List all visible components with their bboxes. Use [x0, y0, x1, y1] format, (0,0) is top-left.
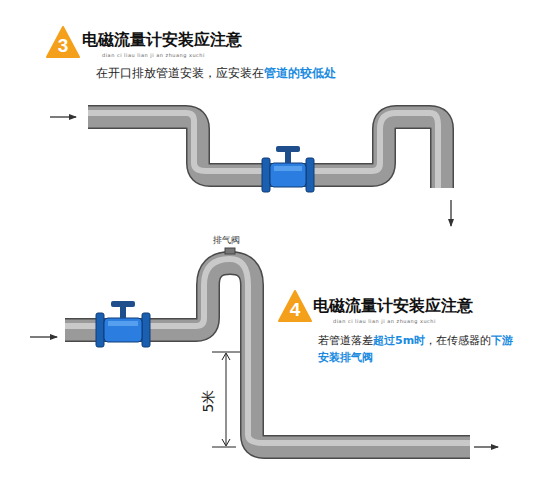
number-badge: 3 [46, 26, 80, 58]
pinyin: dian ci liau lian ji an zhuang xuchi [102, 52, 205, 58]
note-text: ，在传感器的 [425, 334, 491, 347]
flow-arrow [50, 116, 76, 117]
flow-arrow [474, 446, 498, 447]
heading: 电磁流量计安装应注意 [313, 296, 473, 317]
note-line: 在开口排放管道安装，应安装在管道的较低处 [96, 66, 336, 81]
highlight-text: 管道的较低处 [264, 66, 336, 80]
pipe [65, 259, 470, 447]
note-line: 若管道落差超过5m时，在传感器的下游安装排气阀 [318, 332, 514, 366]
number-badge: 4 [278, 290, 312, 322]
vent-valve [225, 248, 235, 254]
pinyin: dian ci liau lian ji an zhuang xuchi [333, 318, 436, 324]
heading: 电磁流量计安装应注意 [82, 30, 242, 51]
callout-number: 4 [278, 299, 312, 321]
part-label: 排气阀 [213, 234, 240, 247]
flow-arrow [30, 336, 57, 337]
callout-number: 3 [46, 35, 80, 57]
flowmeter [96, 301, 150, 347]
flowmeter [262, 146, 314, 192]
highlight-text: 超过5m时 [373, 334, 425, 347]
note-text: 若管道落差 [318, 334, 373, 347]
label-ground [200, 385, 220, 417]
note-text: 在开口排放管道安装，应安装在 [96, 66, 264, 80]
flow-arrow [450, 200, 451, 226]
dimension-label: 5米 [200, 390, 218, 413]
